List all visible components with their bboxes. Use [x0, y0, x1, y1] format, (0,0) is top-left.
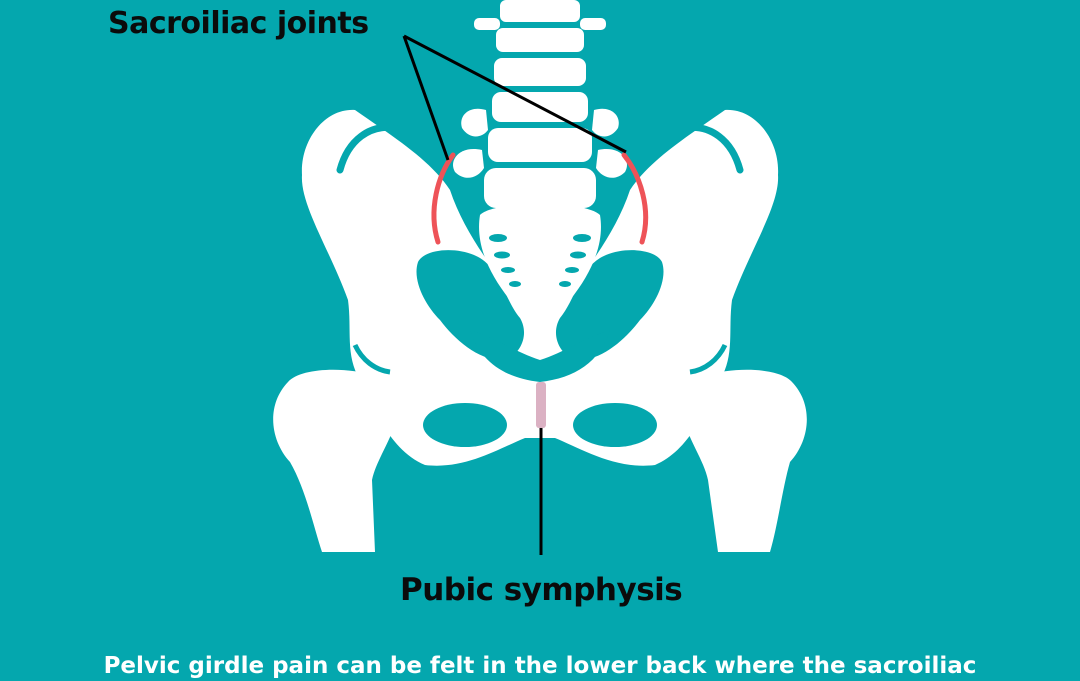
lumbar-spine	[453, 0, 627, 208]
pubic-symphysis-mark	[536, 382, 546, 428]
sacroiliac-joints-label: Sacroiliac joints	[108, 6, 369, 41]
caption-text: Pelvic girdle pain can be felt in the lo…	[0, 651, 1080, 681]
pubic-symphysis-label: Pubic symphysis	[400, 572, 682, 608]
